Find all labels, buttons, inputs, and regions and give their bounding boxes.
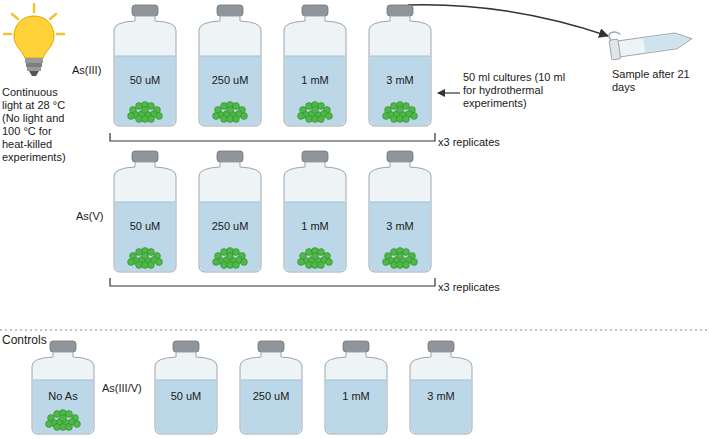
bottle-shape bbox=[282, 4, 348, 128]
note-label: x3 replicates bbox=[438, 136, 508, 149]
replicate-bracket bbox=[110, 278, 435, 286]
bottle-shape bbox=[282, 150, 348, 274]
concentration-label: 3 mM bbox=[408, 390, 474, 403]
culture-bottle: 3 mM bbox=[408, 340, 474, 436]
culture-bottle: No As bbox=[30, 340, 96, 436]
sample-tube-node: Sample after 21 days bbox=[604, 24, 704, 98]
replicate-bracket bbox=[110, 133, 435, 141]
note-label: As(III) bbox=[72, 64, 112, 77]
concentration-label: 1 mM bbox=[282, 74, 348, 87]
divider bbox=[0, 330, 709, 331]
bottle-shape bbox=[30, 340, 96, 436]
concentration-label: 50 uM bbox=[112, 74, 178, 87]
bottle-shape bbox=[238, 340, 304, 436]
sample-label: Sample after 21 days bbox=[612, 68, 696, 94]
light-bulb bbox=[4, 4, 64, 76]
culture-bottle: 3 mM bbox=[367, 4, 433, 128]
culture-bottle: 250 uM bbox=[197, 4, 263, 128]
concentration-label: 1 mM bbox=[323, 390, 389, 403]
bottle-shape bbox=[197, 150, 263, 274]
culture-bottle: 1 mM bbox=[282, 150, 348, 274]
bottle-shape bbox=[112, 150, 178, 274]
leader-arrow bbox=[438, 92, 460, 93]
note-label: Controls bbox=[2, 334, 82, 347]
concentration-label: 250 uM bbox=[197, 74, 263, 87]
note-label: Continuous light at 28 °C (No light and … bbox=[2, 86, 74, 164]
bottle-shape bbox=[408, 340, 474, 436]
bottle-shape bbox=[367, 4, 433, 128]
sampling-arrow bbox=[408, 5, 608, 36]
bottle-shape bbox=[323, 340, 389, 436]
culture-bottle: 250 uM bbox=[238, 340, 304, 436]
culture-bottle: 50 uM bbox=[112, 4, 178, 128]
culture-bottle: 1 mM bbox=[282, 4, 348, 128]
concentration-label: 250 uM bbox=[197, 220, 263, 233]
culture-bottle: 50 uM bbox=[153, 340, 219, 436]
bottle-shape bbox=[197, 4, 263, 128]
culture-bottle: 50 uM bbox=[112, 150, 178, 274]
note-label: As(V) bbox=[76, 210, 116, 223]
concentration-label: 3 mM bbox=[367, 220, 433, 233]
concentration-label: 250 uM bbox=[238, 390, 304, 403]
concentration-label: No As bbox=[30, 390, 96, 403]
culture-bottle: 3 mM bbox=[367, 150, 433, 274]
note-label: As(III/V) bbox=[102, 382, 162, 395]
bottle-shape bbox=[112, 4, 178, 128]
concentration-label: 3 mM bbox=[367, 74, 433, 87]
note-label: x3 replicates bbox=[438, 281, 508, 294]
bottle-shape bbox=[367, 150, 433, 274]
culture-bottle: 250 uM bbox=[197, 150, 263, 274]
concentration-label: 1 mM bbox=[282, 220, 348, 233]
culture-bottle: 1 mM bbox=[323, 340, 389, 436]
note-label: 50 ml cultures (10 ml for hydrothermal e… bbox=[463, 71, 573, 110]
concentration-label: 50 uM bbox=[112, 220, 178, 233]
concentration-label: 50 uM bbox=[153, 390, 219, 403]
bottle-shape bbox=[153, 340, 219, 436]
